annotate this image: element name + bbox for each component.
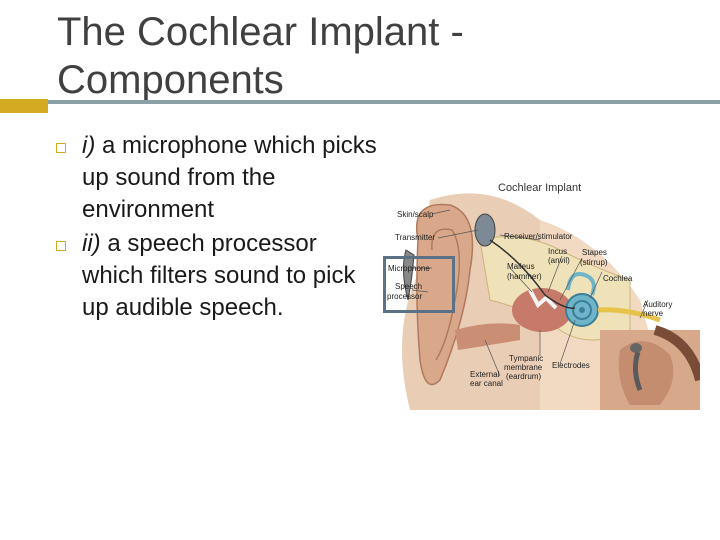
slide-title: The Cochlear Implant - Components xyxy=(57,8,577,104)
cochlear-implant-diagram: Cochlear Implant Skin/scalp Transmitter … xyxy=(370,180,705,410)
label-nerve: nerve xyxy=(643,309,664,318)
label-receiver-stimulator: Receiver/stimulator xyxy=(504,232,573,241)
bullet-1-label: i) xyxy=(82,132,96,159)
label-skin-scalp: Skin/scalp xyxy=(397,210,434,219)
square-bullet-icon xyxy=(56,143,66,153)
title-accent-bar xyxy=(0,99,48,113)
label-anvil: (anvil) xyxy=(548,256,570,265)
label-incus: Incus xyxy=(548,247,568,256)
bullet-2-label: ii) xyxy=(82,230,101,257)
bullet-item-2: ii) a speech processor which filters sou… xyxy=(50,228,380,324)
title-line-1: The Cochlear Implant - xyxy=(57,10,464,54)
label-speech: Speech xyxy=(395,282,423,291)
bullet-item-1: i) a microphone which picks up sound fro… xyxy=(50,130,380,226)
label-microphone: Microphone xyxy=(388,264,430,273)
title-divider xyxy=(48,100,720,104)
label-stapes: Stapes xyxy=(582,248,607,257)
bullet-1-text: a microphone which picks up sound from t… xyxy=(82,132,377,223)
label-auditory: Auditory xyxy=(643,300,673,309)
bullet-list: i) a microphone which picks up sound fro… xyxy=(50,130,380,326)
label-eardrum: (eardrum) xyxy=(506,372,542,381)
bullet-2-text: a speech processor which filters sound t… xyxy=(82,230,356,321)
label-membrane: membrane xyxy=(504,363,543,372)
label-processor: processor xyxy=(387,292,423,301)
label-tympanic: Tympanic xyxy=(509,354,544,363)
label-hammer: (hammer) xyxy=(507,272,542,281)
label-cochlea: Cochlea xyxy=(603,274,633,283)
microphone-highlight-box xyxy=(383,256,455,313)
label-transmitter: Transmitter xyxy=(395,233,436,242)
label-stirrup: (stirrup) xyxy=(580,258,608,267)
label-ear-canal: ear canal xyxy=(470,379,503,388)
ear-anatomy-illustration xyxy=(402,193,705,410)
label-external: External xyxy=(470,370,500,379)
label-electrodes: Electrodes xyxy=(552,361,590,370)
label-malleus: Malleus xyxy=(507,262,535,271)
title-line-2: Components xyxy=(57,58,284,102)
square-bullet-icon xyxy=(56,241,66,251)
figure-title: Cochlear Implant xyxy=(498,182,582,194)
